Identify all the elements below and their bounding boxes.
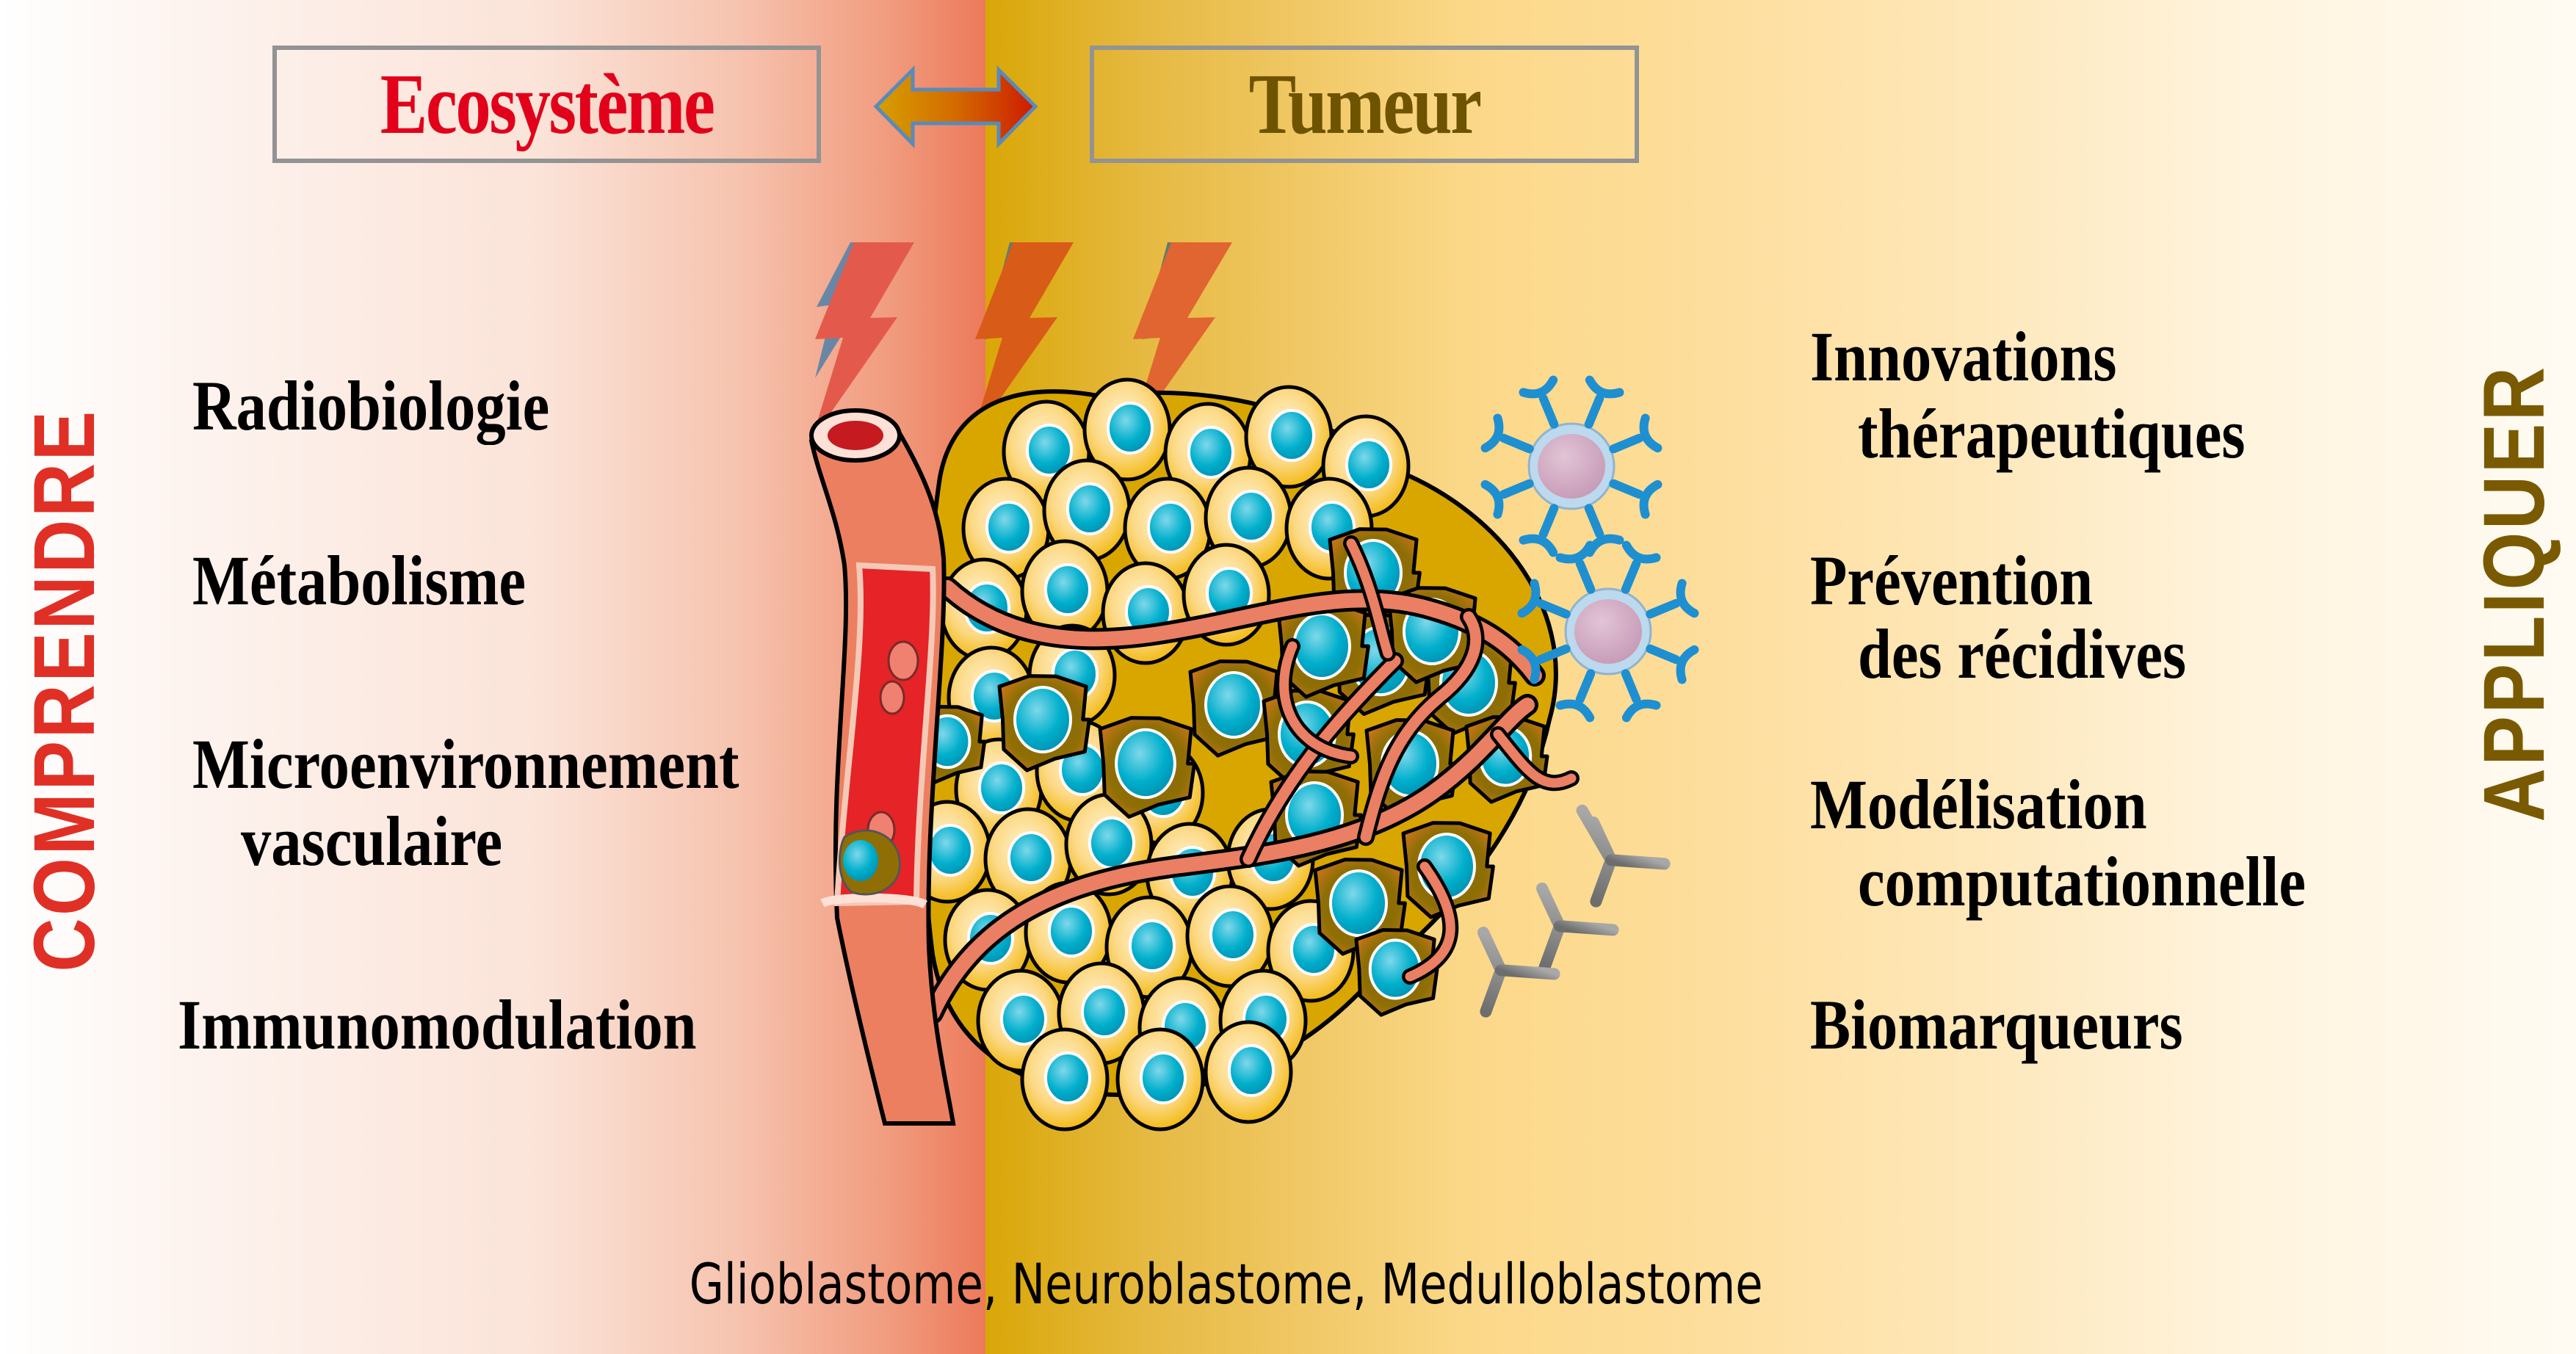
ecosystem-background xyxy=(0,0,985,1354)
topic-therapeutiques: thérapeutiques xyxy=(1858,394,2246,473)
tumor-cell-cluster xyxy=(902,377,1580,1132)
lightning-bolt-icon xyxy=(811,242,914,441)
tumor-cell-icon xyxy=(1098,716,1196,819)
topic-microenvironnement: Microenvironnement xyxy=(192,725,739,803)
antibody-icon xyxy=(1477,927,1560,1018)
ecosystem-box: Ecosystème xyxy=(272,46,821,163)
topic-radiobiologie: Radiobiologie xyxy=(192,366,550,445)
tumor-cell-icon xyxy=(997,674,1091,772)
topic-prevention: Prévention xyxy=(1810,541,2094,620)
topic-computationnelle: computationnelle xyxy=(1858,842,2307,921)
antibody-icon xyxy=(1576,804,1671,908)
antibody-icon xyxy=(1536,883,1619,974)
normal-cell-icon xyxy=(1204,1020,1293,1124)
topic-recidives: des récidives xyxy=(1858,615,2187,693)
normal-cell-icon xyxy=(1115,1027,1205,1132)
caption-text: Glioblastome, Neuroblastome, Medulloblas… xyxy=(690,1251,1763,1317)
normal-cell-icon xyxy=(1082,377,1172,482)
caption: Glioblastome, Neuroblastome, Medulloblas… xyxy=(0,1251,2453,1317)
topic-innovations: Innovations xyxy=(1810,317,2117,396)
tumor-title: Tumeur xyxy=(1248,56,1481,152)
topic-biomarqueurs: Biomarqueurs xyxy=(1810,985,2183,1064)
circulating-tumor-cell-icon xyxy=(838,829,901,896)
immune-cell-icon xyxy=(1517,540,1699,723)
topic-modelisation: Modélisation xyxy=(1810,765,2147,844)
tumor-cell-icon xyxy=(1188,659,1282,758)
topic-immunomodulation: Immunomodulation xyxy=(178,985,697,1064)
ecosystem-title: Ecosystème xyxy=(380,56,715,152)
lightning-bolt-icon xyxy=(971,242,1074,441)
normal-cell-icon xyxy=(1020,539,1110,643)
immune-cell-icon xyxy=(1480,375,1663,557)
normal-cell-icon xyxy=(1244,385,1334,489)
double-arrow-icon xyxy=(873,65,1038,149)
normal-cell-icon xyxy=(961,477,1051,581)
normal-cell-icon xyxy=(1020,1027,1110,1132)
blood-vessel xyxy=(808,408,956,1126)
tumor-box: Tumeur xyxy=(1090,46,1639,163)
topic-vasculaire: vasculaire xyxy=(241,802,503,880)
topic-metabolisme: Métabolisme xyxy=(192,541,526,620)
tumor-cell-icon xyxy=(1276,601,1370,699)
